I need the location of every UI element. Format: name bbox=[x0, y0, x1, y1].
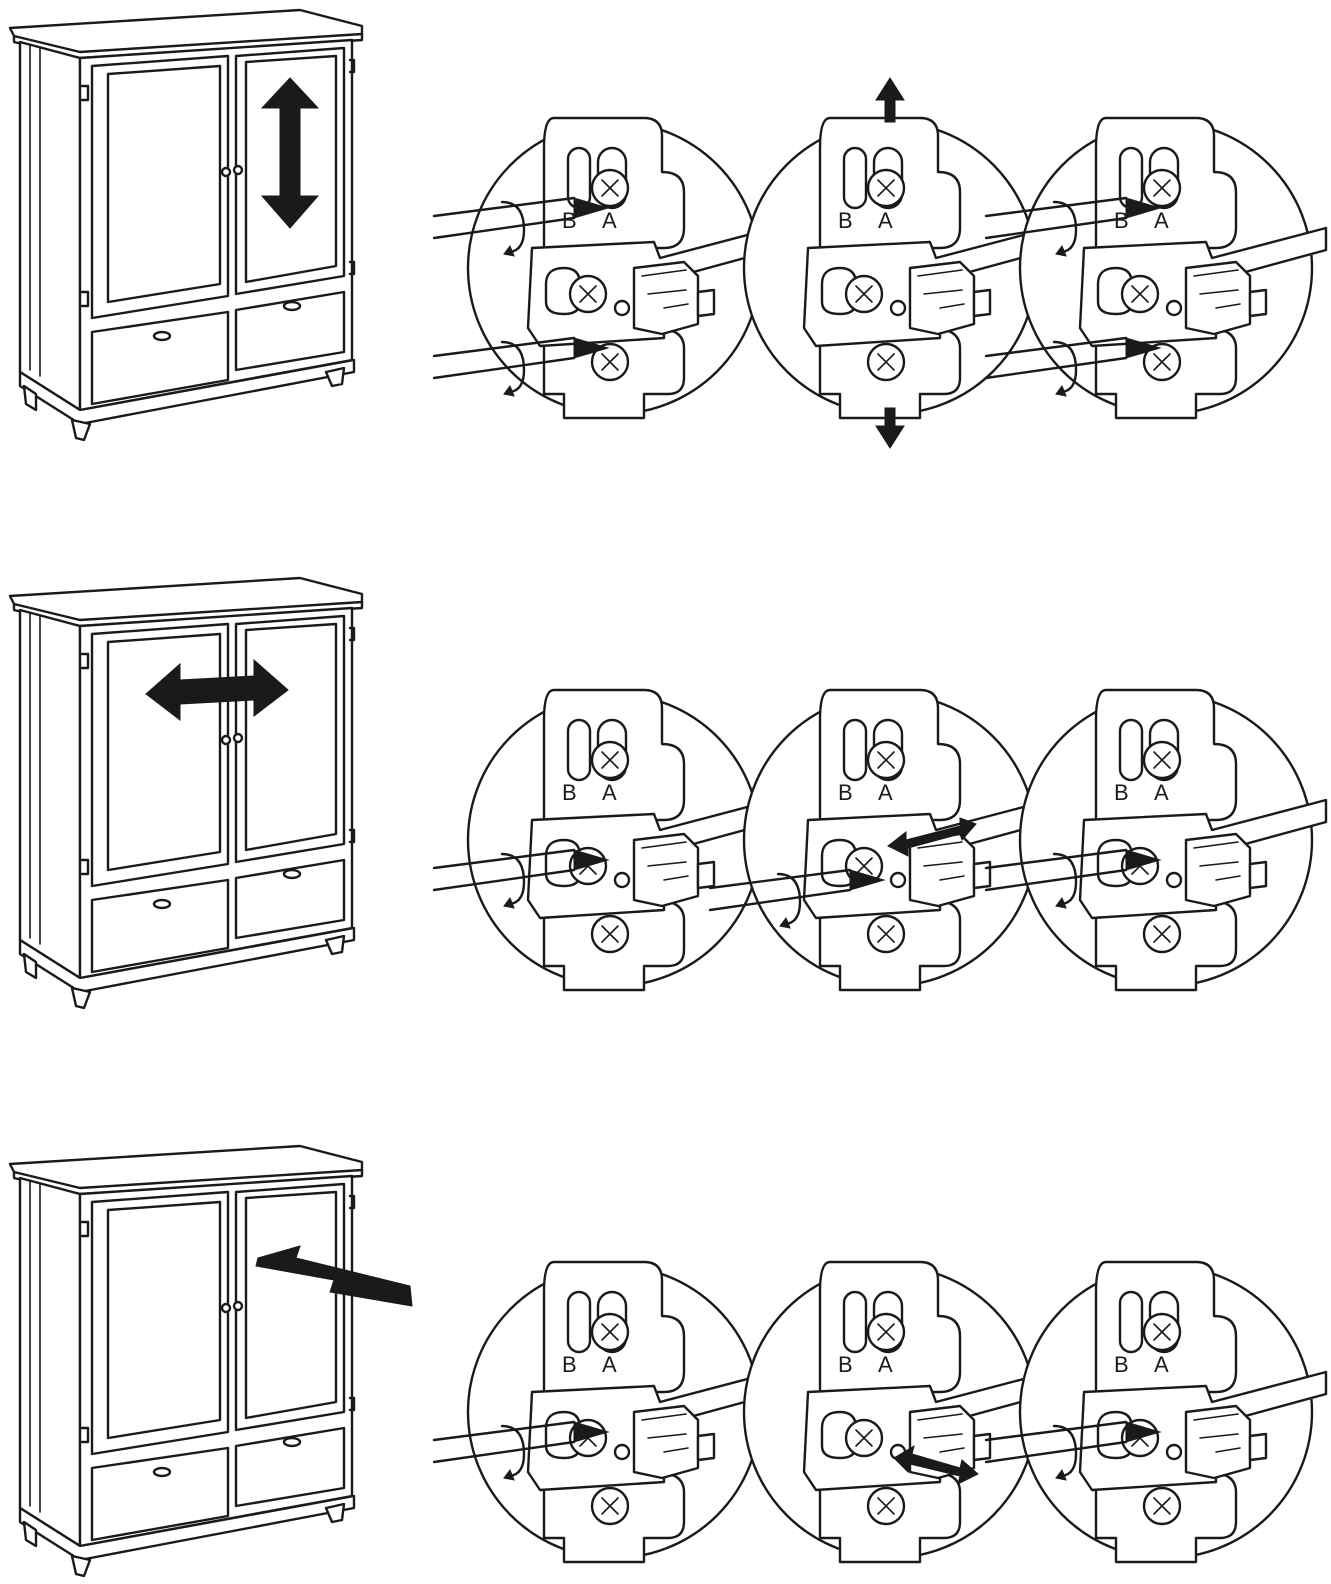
depth-arrow-icon bbox=[255, 1245, 413, 1307]
hinge-detail-6 bbox=[984, 688, 1328, 992]
horizontal-double-arrow-icon bbox=[887, 817, 977, 857]
hinge-detail-7 bbox=[432, 1260, 776, 1564]
diagonal-double-arrow-icon bbox=[893, 1444, 979, 1485]
vertical-down-arrow-icon bbox=[875, 407, 905, 449]
vertical-double-arrow-icon bbox=[260, 77, 320, 229]
hinge-detail-1 bbox=[432, 116, 776, 420]
hinge-detail-3 bbox=[984, 116, 1328, 420]
row-horizontal bbox=[8, 576, 1328, 1010]
hinge-detail-9 bbox=[984, 1260, 1328, 1564]
hinge-detail-5 bbox=[708, 688, 1052, 992]
cabinet-illustration bbox=[8, 8, 364, 442]
row-depth bbox=[8, 1144, 1328, 1578]
cabinet-illustration bbox=[8, 1144, 364, 1578]
hinge-detail-8 bbox=[742, 1260, 1052, 1564]
vertical-up-arrow-icon bbox=[875, 77, 905, 123]
row-vertical bbox=[8, 8, 1328, 449]
hinge-detail-2 bbox=[742, 77, 1052, 449]
hinge-detail-4 bbox=[432, 688, 776, 992]
horizontal-double-arrow-icon bbox=[145, 658, 289, 722]
cabinet-illustration bbox=[8, 576, 364, 1010]
